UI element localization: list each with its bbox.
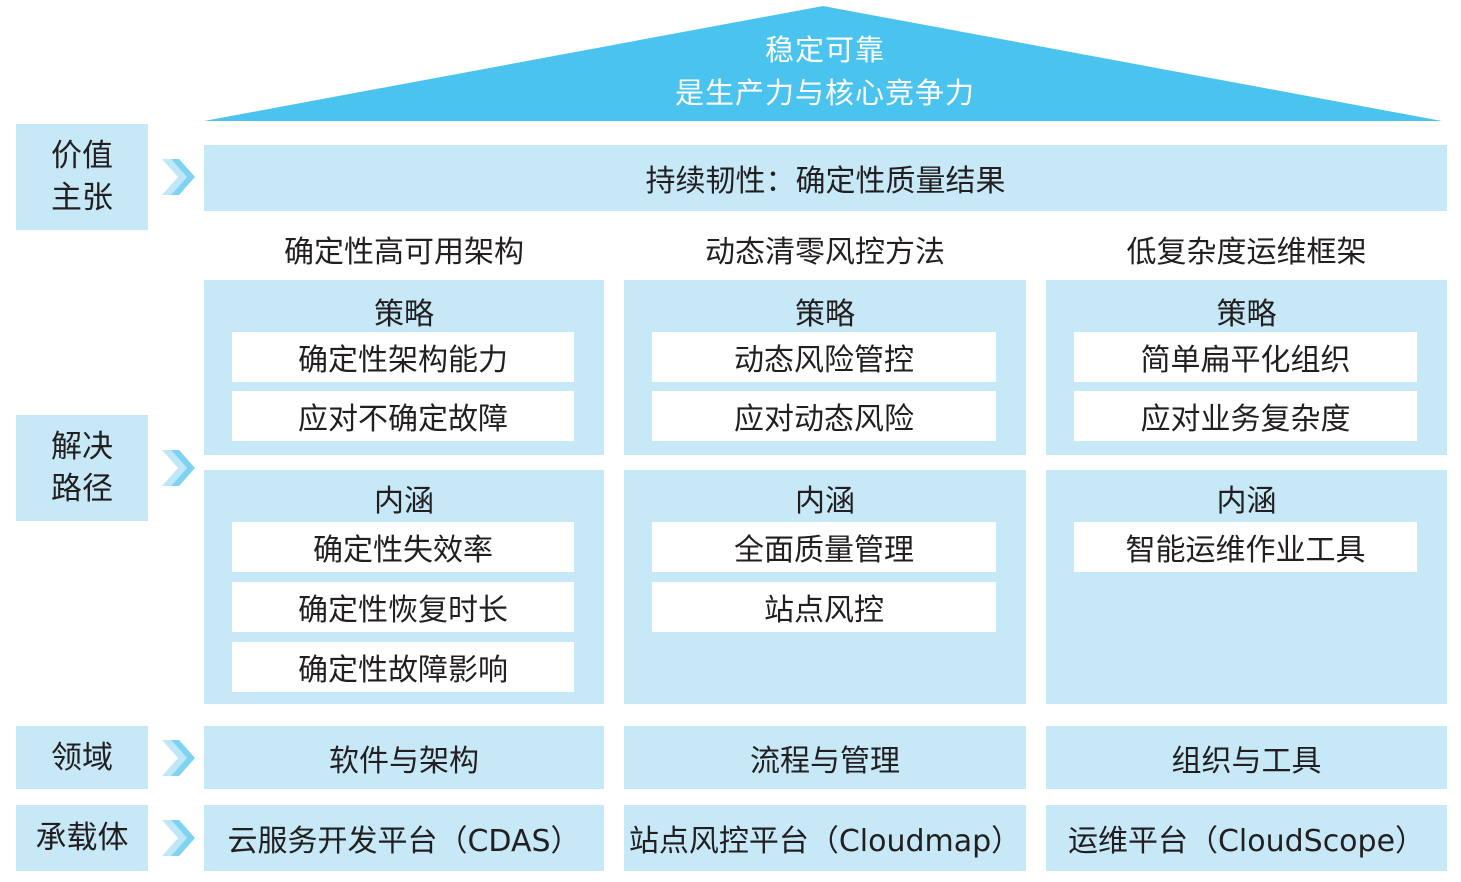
strategy-item: 确定性架构能力 bbox=[232, 332, 574, 382]
column-title: 低复杂度运维框架 bbox=[1126, 235, 1367, 270]
row-label-carrier: 承载体 bbox=[16, 805, 148, 871]
row-label-value: 价值 主张 bbox=[16, 124, 148, 230]
row-label-path-line1: 解决 bbox=[51, 429, 113, 465]
chevron-right-icon bbox=[162, 159, 195, 195]
roof-title-line1: 稳定可靠 bbox=[764, 33, 885, 67]
chevron-right-icon bbox=[162, 450, 195, 486]
strategy-item: 动态风险管控 bbox=[652, 332, 996, 382]
strategy-label: 策略 bbox=[1216, 297, 1277, 332]
strategy-panel: 策略 确定性架构能力 应对不确定故障 bbox=[204, 280, 604, 455]
carrier-cell: 站点风控平台（Cloudmap） bbox=[624, 805, 1026, 871]
connotation-label: 内涵 bbox=[795, 484, 855, 519]
domain-cell: 软件与架构 bbox=[204, 726, 604, 789]
row-label-value-line1: 价值 bbox=[51, 138, 113, 174]
row-label-path-line2: 路径 bbox=[51, 471, 113, 507]
carrier-cell: 云服务开发平台（CDAS） bbox=[204, 805, 604, 871]
strategy-panel: 策略 动态风险管控 应对动态风险 bbox=[624, 280, 1026, 455]
domain-cell: 组织与工具 bbox=[1046, 726, 1447, 789]
strategy-item: 简单扁平化组织 bbox=[1074, 332, 1417, 382]
connotation-panel: 内涵 确定性失效率 确定性恢复时长 确定性故障影响 bbox=[204, 470, 604, 704]
connotation-panel: 内涵 智能运维作业工具 bbox=[1046, 470, 1447, 704]
strategy-label: 策略 bbox=[795, 297, 855, 332]
strategy-item: 应对不确定故障 bbox=[232, 391, 574, 441]
connotation-item: 智能运维作业工具 bbox=[1074, 522, 1417, 572]
chevron-right-icon bbox=[162, 820, 195, 856]
chevron-right-icon bbox=[162, 740, 195, 776]
strategy-item: 应对业务复杂度 bbox=[1074, 391, 1417, 441]
column-title: 确定性高可用架构 bbox=[284, 235, 524, 270]
roof-title-line2: 是生产力与核心竞争力 bbox=[674, 76, 975, 110]
domain-cell: 流程与管理 bbox=[624, 726, 1026, 789]
connotation-item: 确定性失效率 bbox=[232, 522, 574, 572]
connotation-item: 确定性恢复时长 bbox=[232, 582, 574, 632]
strategy-item: 应对动态风险 bbox=[652, 391, 996, 441]
strategy-label: 策略 bbox=[374, 297, 434, 332]
column-title: 动态清零风控方法 bbox=[705, 235, 945, 270]
row-label-path: 解决 路径 bbox=[16, 415, 148, 521]
row-label-value-line2: 主张 bbox=[51, 180, 113, 216]
row-label-domain: 领域 bbox=[16, 726, 148, 789]
roof-triangle bbox=[204, 6, 1442, 121]
connotation-panel: 内涵 全面质量管理 站点风控 bbox=[624, 470, 1026, 704]
value-banner: 持续韧性：确定性质量结果 bbox=[204, 145, 1447, 211]
carrier-cell: 运维平台（CloudScope） bbox=[1046, 805, 1447, 871]
connotation-label: 内涵 bbox=[1216, 484, 1277, 519]
connotation-label: 内涵 bbox=[374, 484, 434, 519]
connotation-item: 确定性故障影响 bbox=[232, 642, 574, 692]
connotation-item: 全面质量管理 bbox=[652, 522, 996, 572]
connotation-item: 站点风控 bbox=[652, 582, 996, 632]
strategy-panel: 策略 简单扁平化组织 应对业务复杂度 bbox=[1046, 280, 1447, 455]
